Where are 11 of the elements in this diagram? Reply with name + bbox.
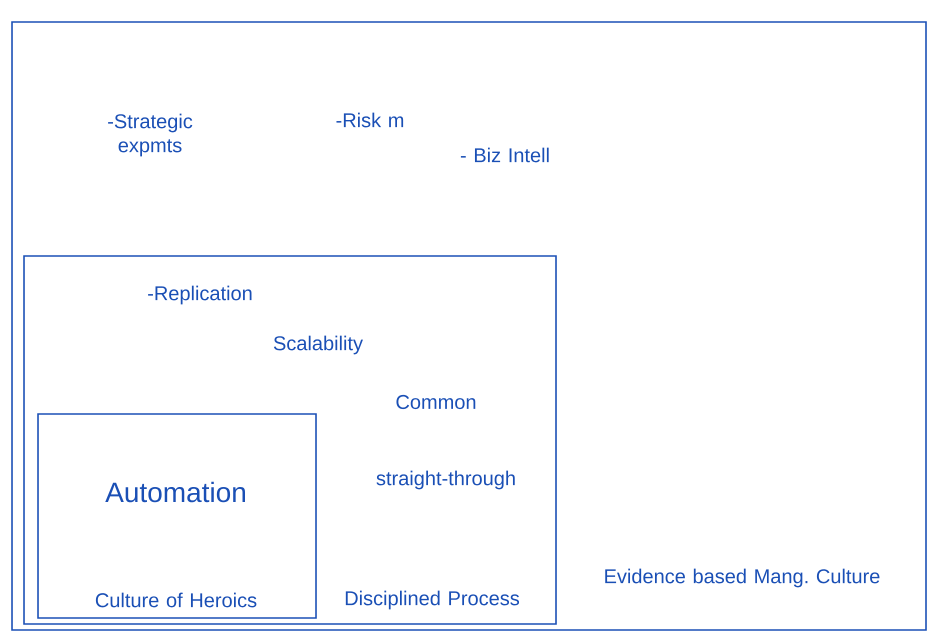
handwritten-text: - Biz Intell (460, 148, 549, 162)
handwritten-text: -Strategic expmts (108, 114, 192, 156)
handwritten-text: Scalability (274, 336, 363, 354)
handwritten-text: Culture of Heroics (96, 592, 256, 608)
handwritten-text: -Replication (148, 286, 252, 304)
handwritten-text: straight-through (376, 470, 515, 490)
handwritten-text: Automation (105, 482, 245, 502)
handwritten-text: -Risk m (336, 112, 404, 128)
handwritten-text: Common (396, 394, 476, 410)
handwritten-text: Disciplined Process (346, 590, 520, 610)
handwritten-text: Evidence based Mang. Culture (605, 568, 880, 588)
